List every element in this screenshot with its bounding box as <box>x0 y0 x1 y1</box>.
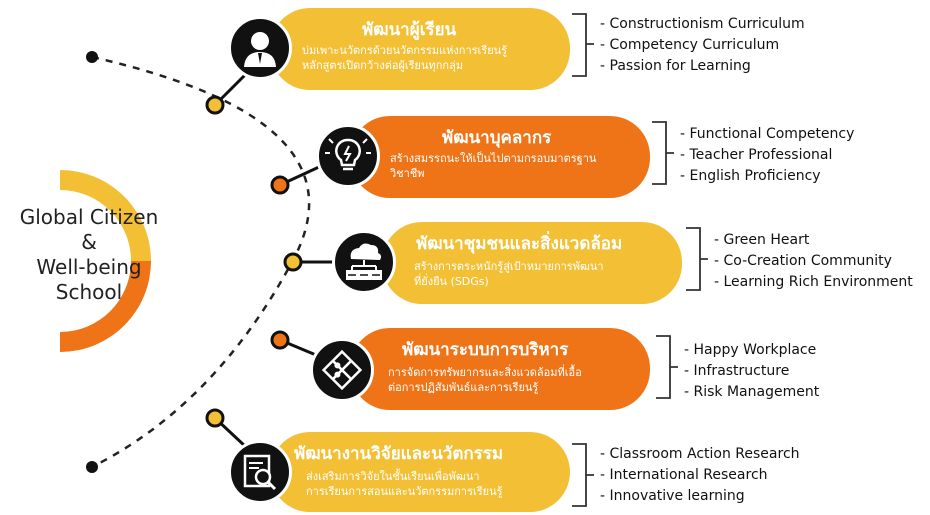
center-title-line2: & <box>81 230 97 254</box>
list-bracket-1 <box>572 13 594 77</box>
list-item: - Passion for Learning <box>600 58 751 74</box>
cloud-network-icon <box>332 230 396 294</box>
list-item: - Risk Management <box>684 384 820 400</box>
list-item: - Constructionism Curriculum <box>600 16 805 32</box>
branch-title: พัฒนาชุมชนและสิ่งแวดล้อม <box>416 234 623 254</box>
list-item: - Learning Rich Environment <box>714 274 913 290</box>
list-item: - Innovative learning <box>600 488 745 504</box>
list-item: - Green Heart <box>714 232 810 248</box>
branch-card-staff: พัฒนาบุคลากร สร้างสมรรถนะให้เป็นไปตามกรอ… <box>350 116 650 198</box>
list-item: - Competency Curriculum <box>600 37 780 53</box>
branch-desc-line1: ส่งเสริมการวิจัยในชั้นเรียนเพื่อพัฒนา <box>306 470 480 483</box>
branch-card-management: พัฒนาระบบการบริหาร การจัดการทรัพยากรและส… <box>350 328 650 410</box>
branch-title: พัฒนาบุคลากร <box>442 128 552 148</box>
branch-list-management: - Happy Workplace - Infrastructure - Ris… <box>684 340 819 403</box>
center-half-circle-bottom <box>60 261 151 352</box>
branch-card-community: พัฒนาชุมชนและสิ่งแวดล้อม สร้างการตระหนัก… <box>382 222 682 304</box>
arc-node-2 <box>270 175 290 195</box>
branch-list-community: - Green Heart - Co-Creation Community - … <box>714 230 913 293</box>
branch-list-research: - Classroom Action Research - Internatio… <box>600 444 800 507</box>
branch-list-staff: - Functional Competency - Teacher Profes… <box>680 124 854 187</box>
list-item: - Classroom Action Research <box>600 446 800 462</box>
lightbulb-icon <box>316 124 380 188</box>
puzzle-icon <box>310 338 374 402</box>
arc-end-dot-top <box>86 51 98 63</box>
branch-card-student: พัฒนาผู้เรียน บ่มเพาะนวัตกรด้วยนวัตกรรมแ… <box>270 8 570 90</box>
arc-node-5 <box>205 408 225 428</box>
list-item: - English Proficiency <box>680 168 821 184</box>
list-item: - Infrastructure <box>684 363 790 379</box>
list-bracket-5 <box>572 443 594 507</box>
research-icon <box>228 440 292 504</box>
list-item: - Co-Creation Community <box>714 253 892 269</box>
arc-node-3 <box>283 252 303 272</box>
branch-desc-line1: สร้างสมรรถนะให้เป็นไปตามกรอบมาตรฐาน <box>390 152 597 165</box>
branch-desc-line2: การเรียนการสอนและนวัตกรรมการเรียนรู้ <box>306 485 503 498</box>
branch-list-student: - Constructionism Curriculum - Competenc… <box>600 14 805 77</box>
student-icon <box>228 16 292 80</box>
branch-desc-line1: บ่มเพาะนวัตกรด้วยนวัตกรรมแห่งการเรียนรู้ <box>302 44 508 57</box>
list-bracket-4 <box>656 335 678 399</box>
branch-desc-line2: หลักสูตรเปิดกว้างต่อผู้เรียนทุกกลุ่ม <box>302 59 464 72</box>
list-item: - Teacher Professional <box>680 147 833 163</box>
center-title-line1: Global Citizen <box>19 205 159 229</box>
arc-node-4 <box>270 330 290 350</box>
branch-desc-line2: ที่ยั่งยืน (SDGs) <box>414 275 489 288</box>
branch-title: พัฒนางานวิจัยและนวัตกรรม <box>294 444 504 464</box>
list-item: - International Research <box>600 467 768 483</box>
list-item: - Functional Competency <box>680 126 855 142</box>
branch-card-research: พัฒนางานวิจัยและนวัตกรรม ส่งเสริมการวิจั… <box>270 432 570 512</box>
arc-end-dot-bottom <box>86 461 98 473</box>
center-title-line3: Well-being <box>36 255 142 279</box>
branch-desc-line2: วิชาชีพ <box>390 167 425 180</box>
center-half-circle-top <box>60 170 151 261</box>
branch-title: พัฒนาผู้เรียน <box>362 20 457 40</box>
arc-node-1 <box>205 95 225 115</box>
center-title: Global Citizen & Well-being School <box>10 205 168 305</box>
list-item: - Happy Workplace <box>684 342 817 358</box>
branch-title: พัฒนาระบบการบริหาร <box>402 340 569 360</box>
list-bracket-2 <box>652 121 674 185</box>
branch-desc-line1: สร้างการตระหนักรู้สู่เป้าหมายการพัฒนา <box>414 260 604 273</box>
branch-desc-line2: ต่อการปฏิสัมพันธ์และการเรียนรู้ <box>388 381 539 394</box>
list-bracket-3 <box>686 227 708 291</box>
branch-desc-line1: การจัดการทรัพยากรและสิ่งแวดล้อมที่เอื้อ <box>388 366 582 379</box>
center-title-line4: School <box>55 280 123 304</box>
